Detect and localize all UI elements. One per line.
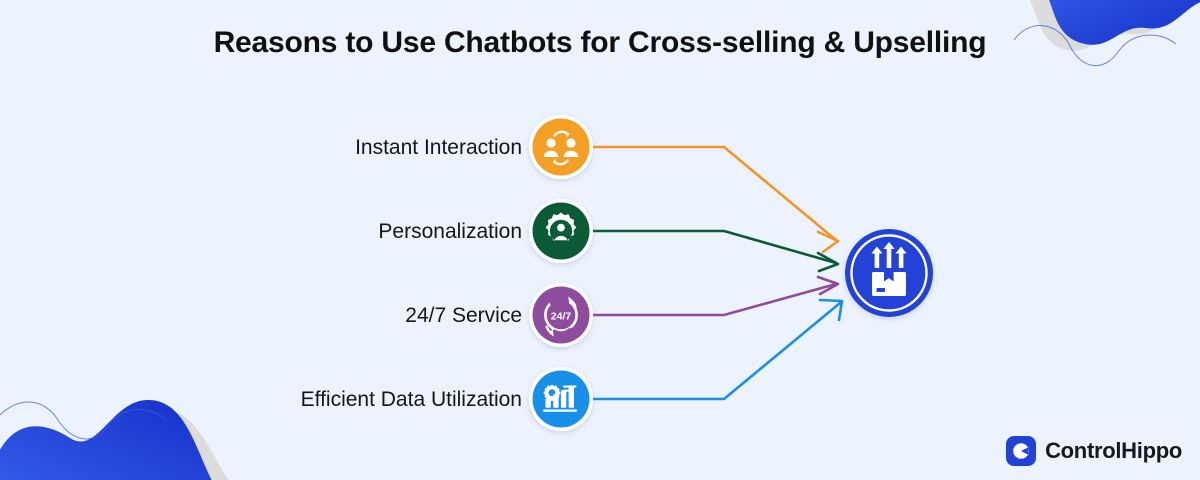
gear-bar-chart-icon (543, 384, 577, 412)
reason-label-efficient-data-utilization: Efficient Data Utilization (300, 388, 522, 411)
center-circle-inner-ring (850, 234, 928, 312)
connector-arrow-personalization (590, 229, 840, 273)
package-upsell-icon (871, 242, 907, 296)
controlhippo-logo-icon (1006, 436, 1037, 466)
people-exchange-icon (543, 130, 579, 166)
page-title: Reasons to Use Chatbots for Cross-sellin… (213, 26, 987, 59)
reason-node-personalization[interactable] (529, 199, 593, 263)
twentyfour-seven-icon: 24/7 (544, 296, 578, 337)
connector-arrow-24-7-service (590, 275, 840, 317)
brand-logo: ControlHippo (1006, 436, 1182, 466)
reason-label-instant-interaction: Instant Interaction (355, 136, 522, 159)
reason-label-24-7-service: 24/7 Service (405, 304, 522, 327)
connector-arrow-efficient-data-utilization (590, 298, 844, 401)
icon-circle-background (532, 118, 590, 176)
reason-label-personalization: Personalization (378, 220, 522, 243)
connector-arrow-instant-interaction (590, 145, 840, 254)
reason-node-24-7-service[interactable]: 24/7 (529, 283, 593, 347)
brand-name: ControlHippo (1045, 438, 1182, 463)
center-node-upselling-target[interactable] (845, 229, 933, 317)
reason-node-instant-interaction[interactable] (529, 115, 593, 179)
reason-node-efficient-data-utilization[interactable] (529, 367, 593, 431)
gear-person-icon (545, 212, 577, 243)
controlhippo-mark-glyph (1013, 443, 1029, 459)
twentyfour-seven-label: 24/7 (551, 310, 572, 322)
